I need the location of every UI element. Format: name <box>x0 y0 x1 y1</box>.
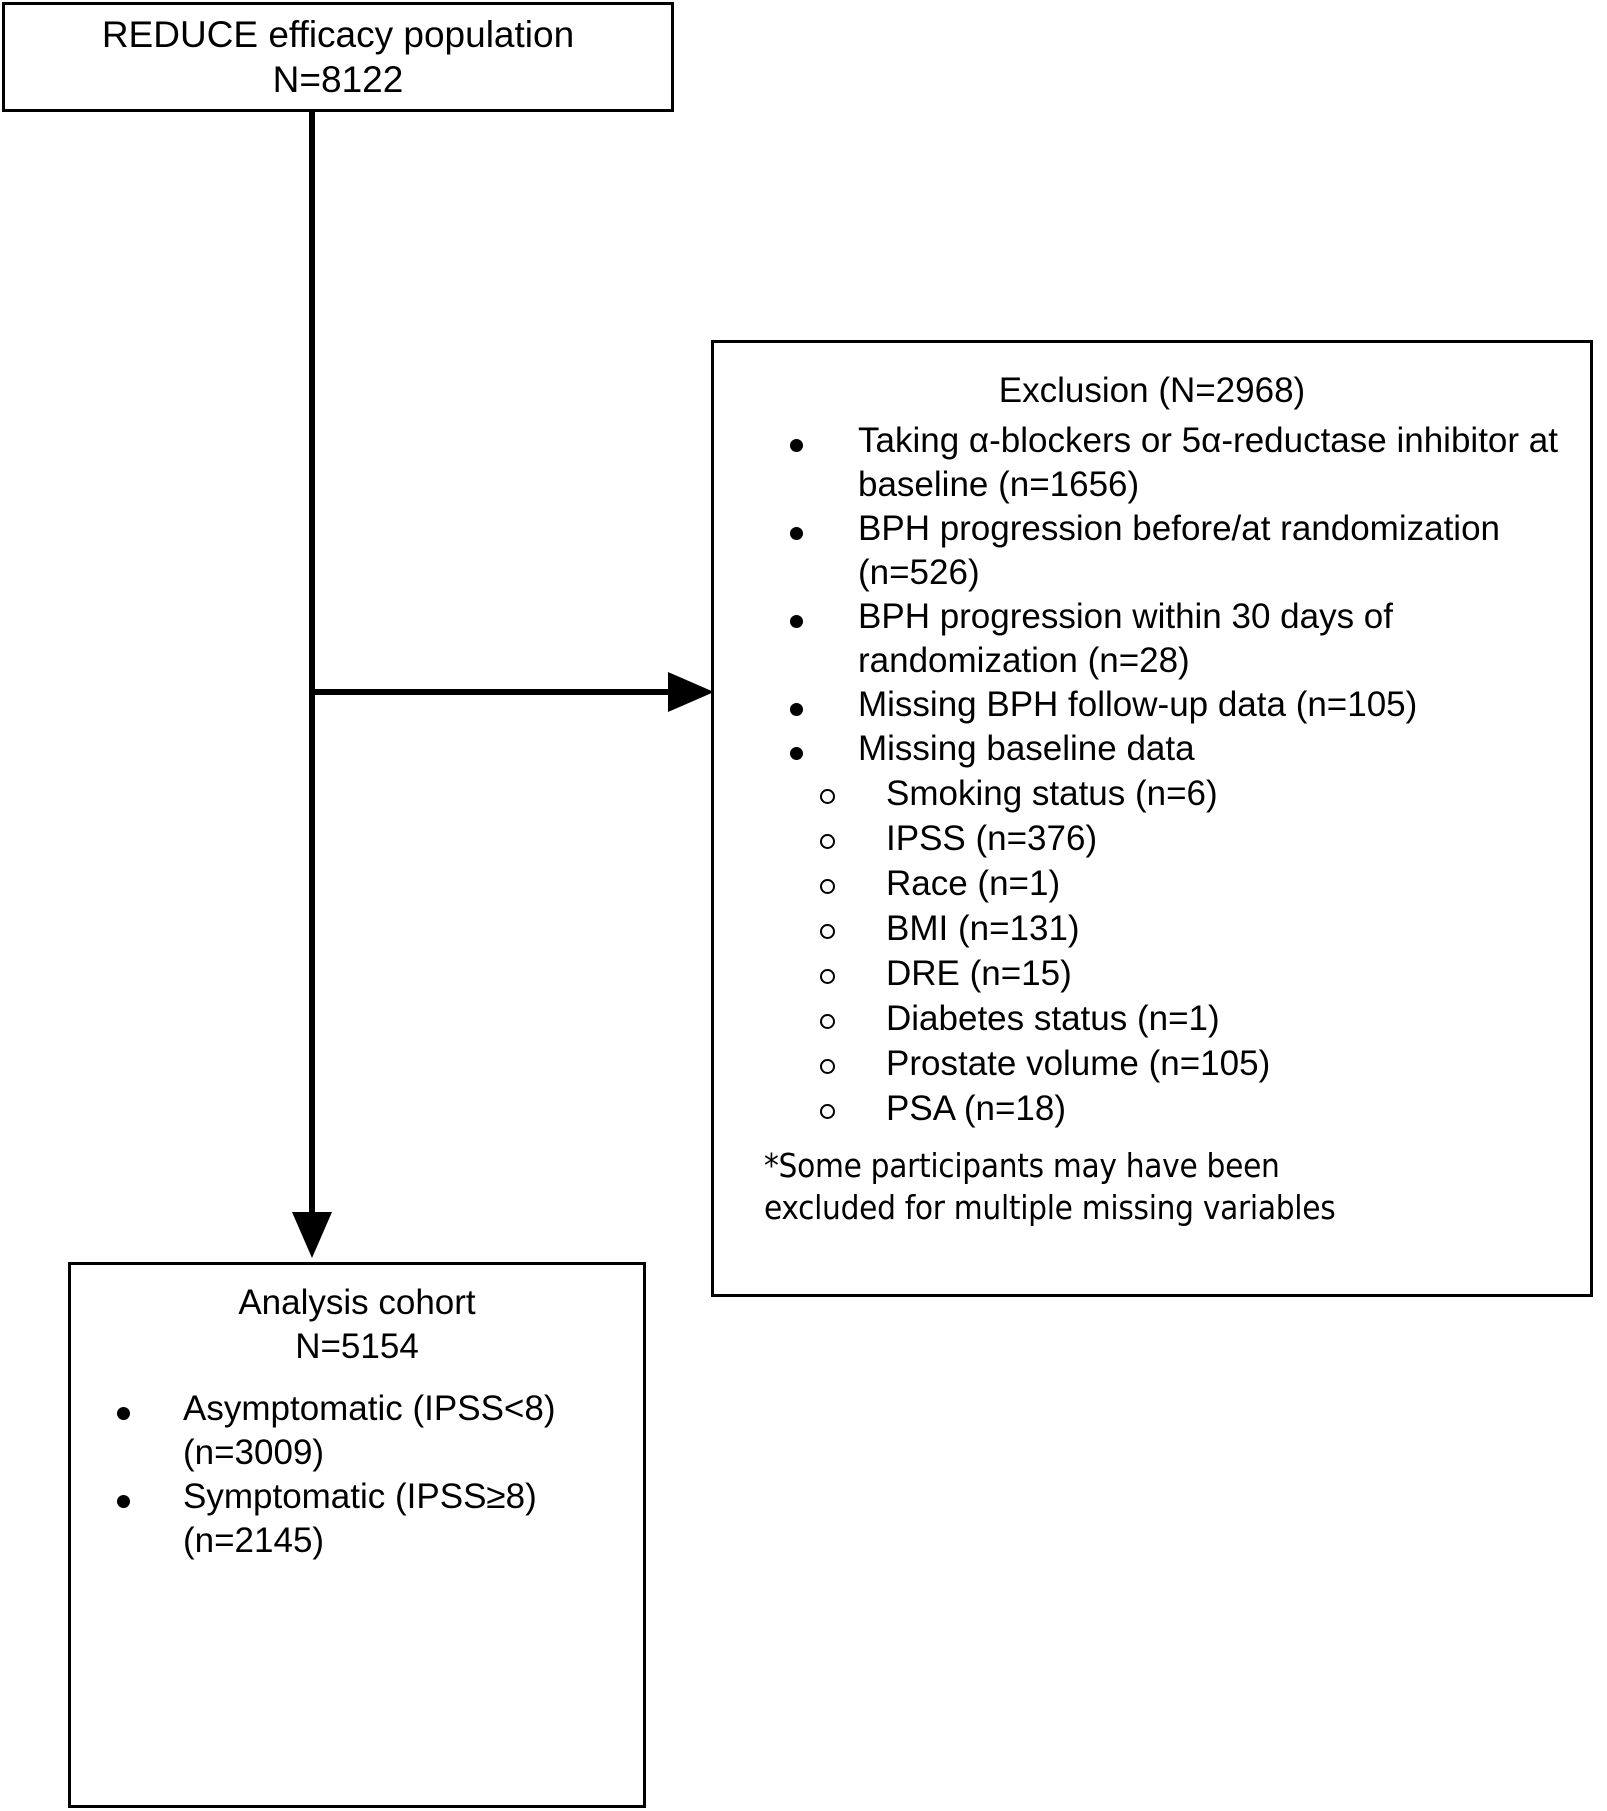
bullet-dot-icon <box>790 439 803 452</box>
list-item: Missing baseline data <box>772 727 1568 771</box>
bullet-dot-icon <box>117 1407 130 1420</box>
bullet-circle-icon <box>820 969 835 984</box>
list-item: IPSS (n=376) <box>802 816 1568 861</box>
bullet-dot-icon <box>117 1495 130 1508</box>
exclusion-bullet-list: Taking α-blockers or 5α-reductase inhibi… <box>736 419 1568 771</box>
list-item-label: Taking α-blockers or 5α-reductase inhibi… <box>858 421 1558 504</box>
bullet-circle-icon <box>820 1104 835 1119</box>
cohort-bullet-list: Asymptomatic (IPSS<8) (n=3009) Symptomat… <box>81 1387 633 1563</box>
list-item-label: Missing BPH follow-up data (n=105) <box>858 685 1418 724</box>
list-item: BPH progression before/at randomization … <box>772 507 1568 595</box>
bullet-dot-icon <box>790 747 803 760</box>
cohort-count: N=5154 <box>295 1327 419 1366</box>
list-item-label: BMI (n=131) <box>886 909 1080 948</box>
top-box-reduce-population: REDUCE efficacy population N=8122 <box>2 2 674 112</box>
bullet-circle-icon <box>820 1059 835 1074</box>
list-item-label: BPH progression within 30 days of random… <box>858 597 1393 680</box>
list-item-label: IPSS (n=376) <box>886 819 1098 858</box>
exclusion-box: Exclusion (N=2968) Taking α-blockers or … <box>711 340 1593 1297</box>
bullet-dot-icon <box>790 703 803 716</box>
list-item-label: Missing baseline data <box>858 729 1195 768</box>
list-item-label: DRE (n=15) <box>886 954 1072 993</box>
list-item: BPH progression within 30 days of random… <box>772 595 1568 683</box>
list-item: Symptomatic (IPSS≥8) (n=2145) <box>101 1475 633 1563</box>
list-item: Taking α-blockers or 5α-reductase inhibi… <box>772 419 1568 507</box>
list-item-label: Smoking status (n=6) <box>886 774 1218 813</box>
bullet-circle-icon <box>820 924 835 939</box>
bullet-circle-icon <box>820 789 835 804</box>
bullet-dot-icon <box>790 615 803 628</box>
list-item: Prostate volume (n=105) <box>802 1041 1568 1086</box>
bullet-circle-icon <box>820 834 835 849</box>
cohort-title: Analysis cohort <box>238 1283 476 1322</box>
list-item-label: Diabetes status (n=1) <box>886 999 1220 1038</box>
bullet-circle-icon <box>820 1014 835 1029</box>
exclusion-title: Exclusion (N=2968) <box>998 371 1306 410</box>
list-item-label: Symptomatic (IPSS≥8) (n=2145) <box>183 1477 537 1560</box>
list-item: Asymptomatic (IPSS<8) (n=3009) <box>101 1387 633 1475</box>
list-item: Diabetes status (n=1) <box>802 996 1568 1041</box>
list-item: Smoking status (n=6) <box>802 771 1568 816</box>
list-item-label: Prostate volume (n=105) <box>886 1044 1271 1083</box>
missing-baseline-sub-list: Smoking status (n=6) IPSS (n=376) Race (… <box>736 771 1568 1131</box>
exclusion-footnote: *Some participants may have been exclude… <box>764 1146 1336 1227</box>
list-item-label: Asymptomatic (IPSS<8) (n=3009) <box>183 1389 556 1472</box>
list-item-label: PSA (n=18) <box>886 1089 1066 1128</box>
top-box-count: N=8122 <box>272 59 404 100</box>
list-item-label: BPH progression before/at randomization … <box>858 509 1501 592</box>
list-item: PSA (n=18) <box>802 1086 1568 1131</box>
list-item-label: Race (n=1) <box>886 864 1061 903</box>
bullet-circle-icon <box>820 879 835 894</box>
list-item: Race (n=1) <box>802 861 1568 906</box>
analysis-cohort-box: Analysis cohort N=5154 Asymptomatic (IPS… <box>68 1262 646 1808</box>
list-item: DRE (n=15) <box>802 951 1568 996</box>
list-item: Missing BPH follow-up data (n=105) <box>772 683 1568 727</box>
list-item: BMI (n=131) <box>802 906 1568 951</box>
top-box-title: REDUCE efficacy population <box>101 14 575 55</box>
bullet-dot-icon <box>790 527 803 540</box>
